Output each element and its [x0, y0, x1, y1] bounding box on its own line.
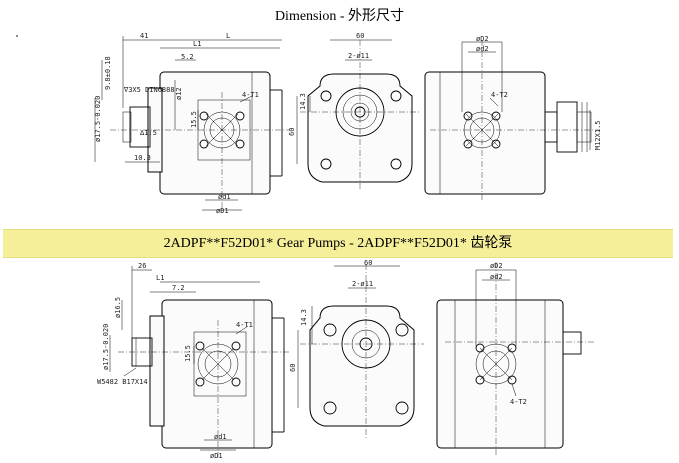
dim-9-8: 9.8±0.18	[104, 56, 112, 90]
product-title-band: 2ADPF**F52D01* Gear Pumps - 2ADPF**F52D0…	[3, 229, 673, 258]
dim-D1: øD1	[210, 452, 223, 460]
dim-14-3: 14.3	[299, 93, 307, 110]
dim-d1: ød1	[218, 193, 231, 201]
spline-spec: W5482 B17X14	[97, 378, 148, 386]
thread-4-T1: 4-T1	[242, 91, 259, 99]
top-front-view: 41 L1 L 5.2 9.8±0.18 ø12 ∇3X5 DIN6888 ∆1…	[94, 32, 290, 215]
dim-L1: L1	[193, 40, 201, 48]
dim-15-5: 15.5	[184, 345, 192, 362]
bottom-rear-view: øD2 ød2 4-T2	[436, 262, 595, 455]
page-title: Dimension - 外形尺寸	[274, 9, 405, 24]
dim-60-vert: 60	[289, 364, 297, 372]
dim-d16-5: ø16.5	[114, 297, 122, 318]
dim-60: 60	[364, 259, 372, 267]
bottom-front-view: 26 L1 7.2 ø16.5 ø17.5-0.020 W5482 B17X14…	[97, 262, 290, 460]
dim-L1: L1	[156, 274, 164, 282]
dim-5-2: 5.2	[181, 53, 194, 61]
top-rear-view: øD2 ød2 4-T2 M12X1.5	[424, 35, 602, 200]
dim-2-d11: 2-ø11	[352, 280, 373, 288]
dim-26: 26	[138, 262, 146, 270]
taper: ∆1:5	[139, 129, 157, 137]
dim-d12: ø12	[175, 87, 183, 100]
dim-60: 60	[356, 32, 364, 40]
dim-d2: ød2	[490, 273, 503, 281]
thread-4-T2: 4-T2	[491, 91, 508, 99]
top-flange-view: 60 2-ø11 14.3 60	[288, 32, 420, 190]
thread-4-T1: 4-T1	[236, 321, 253, 329]
dim-41: 41	[140, 32, 148, 40]
dim-shaft-dia: ø17.5-0.020	[102, 324, 110, 370]
dim-L: L	[226, 32, 230, 40]
dim-D1: øD1	[216, 207, 229, 215]
bottom-flange-view: 60 2-ø11 14.3 60	[289, 259, 424, 440]
key-thread: ∇3X5 DIN6888	[123, 86, 175, 94]
dim-D2: øD2	[490, 262, 503, 270]
dim-15-5: 15.5	[190, 111, 198, 128]
dim-d2: ød2	[476, 45, 489, 53]
thread-4-T2: 4-T2	[510, 398, 527, 406]
dim-2-d11: 2-ø11	[348, 52, 369, 60]
dim-60-vert: 60	[288, 128, 296, 136]
product-title: 2ADPF**F52D01* Gear Pumps - 2ADPF**F52D0…	[163, 236, 513, 251]
dot-mark	[16, 35, 18, 37]
dim-d1: ød1	[214, 433, 227, 441]
dim-shaft-dia: ø17.5-0.020	[94, 96, 102, 142]
dim-10-3: 10.3	[134, 154, 151, 162]
dim-14-3: 14.3	[300, 309, 308, 326]
dim-7-2: 7.2	[172, 284, 185, 292]
dim-D2: øD2	[476, 35, 489, 43]
port-thread-M12: M12X1.5	[594, 120, 602, 150]
